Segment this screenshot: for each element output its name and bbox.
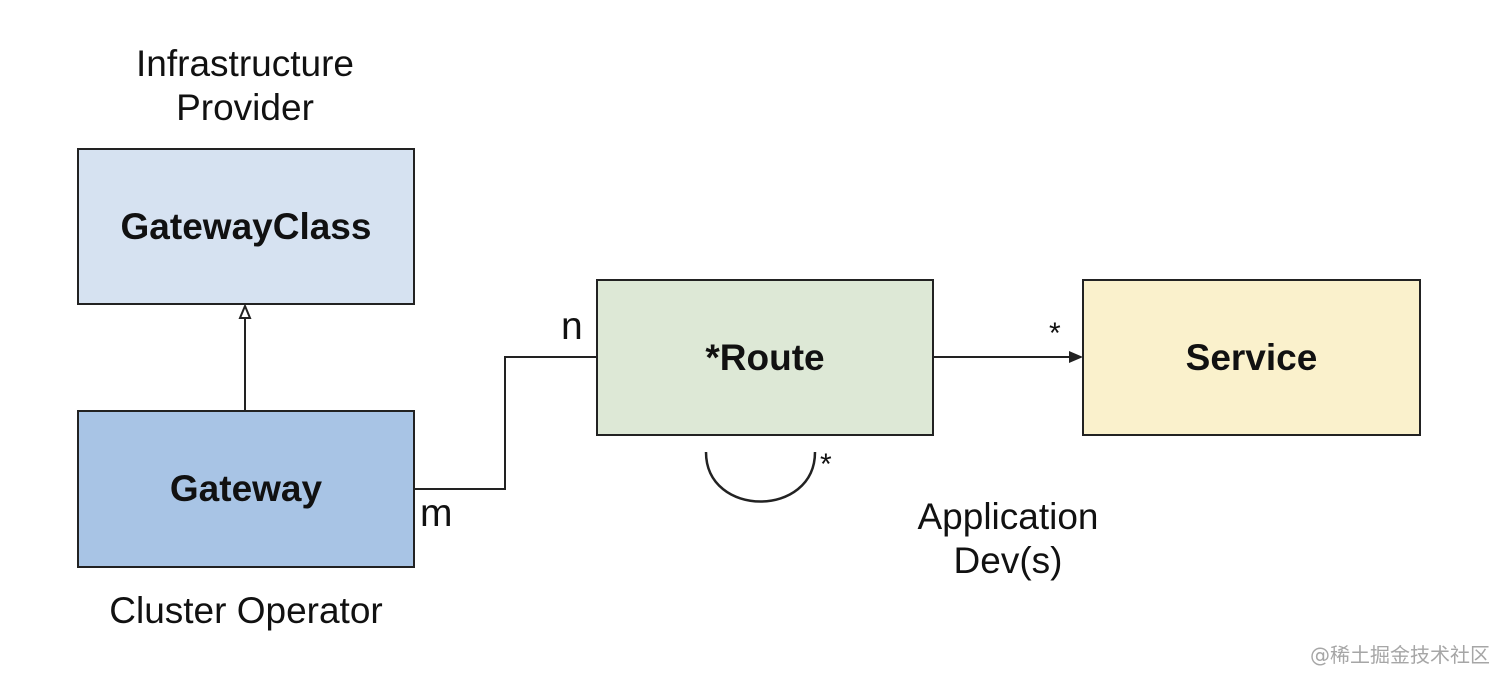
cluster-operator-label: Cluster Operator bbox=[109, 590, 383, 631]
gateway-route-connector bbox=[414, 356, 596, 490]
multiplicity-service-star: * bbox=[1049, 317, 1061, 350]
multiplicity-n: n bbox=[561, 305, 583, 348]
multiplicity-route-self-star: * bbox=[820, 448, 832, 481]
service-box: Service bbox=[1082, 279, 1421, 436]
route-self-association-arc bbox=[704, 451, 817, 503]
application-devs-line-2: Dev(s) bbox=[953, 540, 1063, 581]
gateway-box: Gateway bbox=[77, 410, 415, 568]
service-arrowhead bbox=[1069, 351, 1083, 363]
application-devs-line-1: Application bbox=[917, 496, 1099, 537]
infrastructure-provider-label: Infrastructure Provider bbox=[95, 42, 395, 130]
watermark-text: @稀土掘金技术社区 bbox=[1310, 643, 1490, 667]
application-devs-label: Application Dev(s) bbox=[888, 495, 1128, 583]
gatewayclass-label: GatewayClass bbox=[120, 205, 372, 247]
infrastructure-provider-line-1: Infrastructure bbox=[136, 43, 354, 84]
gatewayclass-hollow-arrowhead bbox=[238, 303, 252, 319]
gatewayclass-box: GatewayClass bbox=[77, 148, 415, 305]
infrastructure-provider-line-2: Provider bbox=[176, 87, 314, 128]
service-label: Service bbox=[1185, 336, 1318, 378]
multiplicity-m: m bbox=[420, 492, 453, 535]
route-box: *Route bbox=[596, 279, 934, 436]
route-label: *Route bbox=[705, 336, 825, 378]
gateway-label: Gateway bbox=[169, 468, 323, 509]
